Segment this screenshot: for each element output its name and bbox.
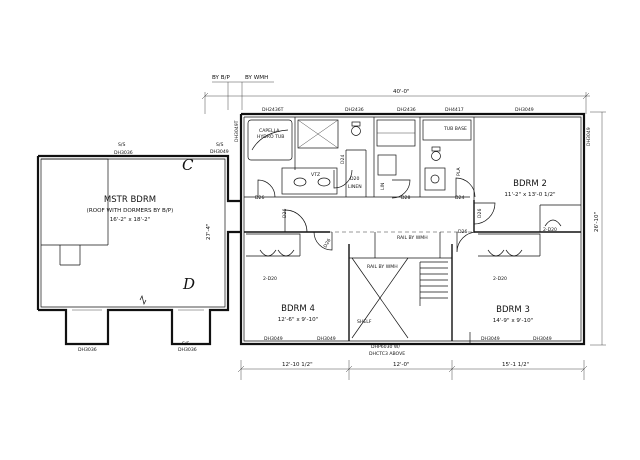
label-rail-1: RAIL BY WMH [397,235,428,241]
window-dh2436-a: DH2436 [345,107,364,113]
label-rail-2: RAIL BY WMH [367,264,398,270]
dim-overall-depth: 26'-10" [594,212,600,232]
dim-seg-right: 15'-1 1/2" [502,362,529,368]
window-dh4417: DH4417 [445,107,464,113]
window-dh3049-b3a: DH3049 [481,336,500,342]
dim-mstr-side: 27'-4" [206,223,212,240]
window-labels: DH2436T DH2436 DH2436 DH4417 DH3049 DH30… [78,107,592,353]
room-bdrm3: BDRM 3 14'-9" x 9'-10" [493,305,534,324]
room-bdrm3-name: BDRM 3 [496,305,530,315]
window-dh3049-b4a: DH3049 [264,336,283,342]
window-dh3049-mstr: DH3049 [210,149,229,155]
label-dhp-note-1: DHP6030 W/ [371,344,400,350]
note-by-bp: BY B/P [212,75,230,81]
dim-seg-mid: 12'-0" [393,362,410,368]
room-mstr: MSTR BDRM (ROOF WITH DORMERS BY B/P) 16'… [87,195,174,223]
label-d24-a: D24 [340,155,346,164]
dimension-overall-depth: 26'-10" [590,111,606,346]
window-dh3049-b4b: DH3049 [317,336,336,342]
dim-overall-width: 40'-0" [393,89,410,95]
dim-seg-left: 12'-10 1/2" [282,362,313,368]
window-dh2436t: DH2436T [262,107,284,113]
label-dhp-note-2: DHCTC3 ABOVE [369,351,405,357]
label-d26-c: D26 [323,238,333,249]
label-pla: PLA [456,167,462,176]
label-d26-b: D26 [282,209,288,218]
label-ss-1: S/S [118,142,125,148]
dimension-overall-width: 40'-0" [201,89,590,114]
label-d20: D20 [350,176,359,182]
label-tub-base: TUB BASE [443,126,467,132]
label-closet-b3: 2-D20 [493,276,507,282]
window-dh3036-b: DH3036 [178,347,197,353]
label-d24-b: D24 [455,195,464,201]
label-capella: CAPELLA [259,128,280,134]
label-shelf: SHELF [357,319,372,325]
room-bdrm3-size: 14'-9" x 9'-10" [493,318,534,324]
window-dh3036-a: DH3036 [78,347,97,353]
label-hydro-tub: HYDRO TUB [257,134,284,140]
label-d28: D28 [401,195,410,201]
label-closet-b4: 2-D20 [263,276,277,282]
window-dh3049-left: DH3049T [234,120,240,142]
section-mark-c: C [182,156,194,174]
stair-treads [419,261,448,306]
window-dh3049-top: DH3049 [515,107,534,113]
window-dh3049-b3b: DH3049 [533,336,552,342]
label-vtz: VTZ [311,172,320,178]
room-bdrm4-size: 12'-6" x 9'-10" [278,317,319,323]
label-lin: LIN [380,183,386,190]
room-mstr-note: (ROOF WITH DORMERS BY B/P) [87,208,174,214]
label-ss-2: S/S [216,142,223,148]
master-bedroom-wing [36,154,241,346]
fixture-labels: CAPELLA HYDRO TUB TUB BASE VTZ LINEN LIN… [255,126,557,357]
room-bdrm2: BDRM 2 11'-2" x 13'-0 1/2" [504,179,556,198]
window-dh3036-c: DH3036 [114,150,133,156]
top-notes: BY B/P BY WMH [212,75,274,110]
label-d26-d: D26 [458,229,467,235]
room-bdrm4-name: BDRM 4 [281,304,315,314]
label-d26-a: D26 [255,195,264,201]
door-swings [257,169,562,344]
window-dh3049-right: DH3049 [586,127,592,146]
window-dh2436-b: DH2436 [397,107,416,113]
room-bdrm2-size: 11'-2" x 13'-0 1/2" [504,192,556,198]
section-mark-d: D [182,275,195,293]
label-d26-e: D26 [477,209,483,218]
interior-partitions [244,200,581,341]
label-closet-b2: 2-D20 [543,227,557,233]
note-by-wmh: BY WMH [245,75,268,81]
room-mstr-name: MSTR BDRM [104,195,156,205]
room-bdrm2-name: BDRM 2 [513,179,547,189]
room-bdrm4: BDRM 4 12'-6" x 9'-10" [278,304,319,323]
label-ss-3: S/S [182,341,189,347]
room-mstr-size: 16'-2" x 18'-2" [110,217,151,223]
label-linen: LINEN [348,184,362,190]
bathroom-block [244,117,475,200]
dimension-bottom: 12'-10 1/2" 12'-0" 15'-1 1/2" [237,360,588,380]
